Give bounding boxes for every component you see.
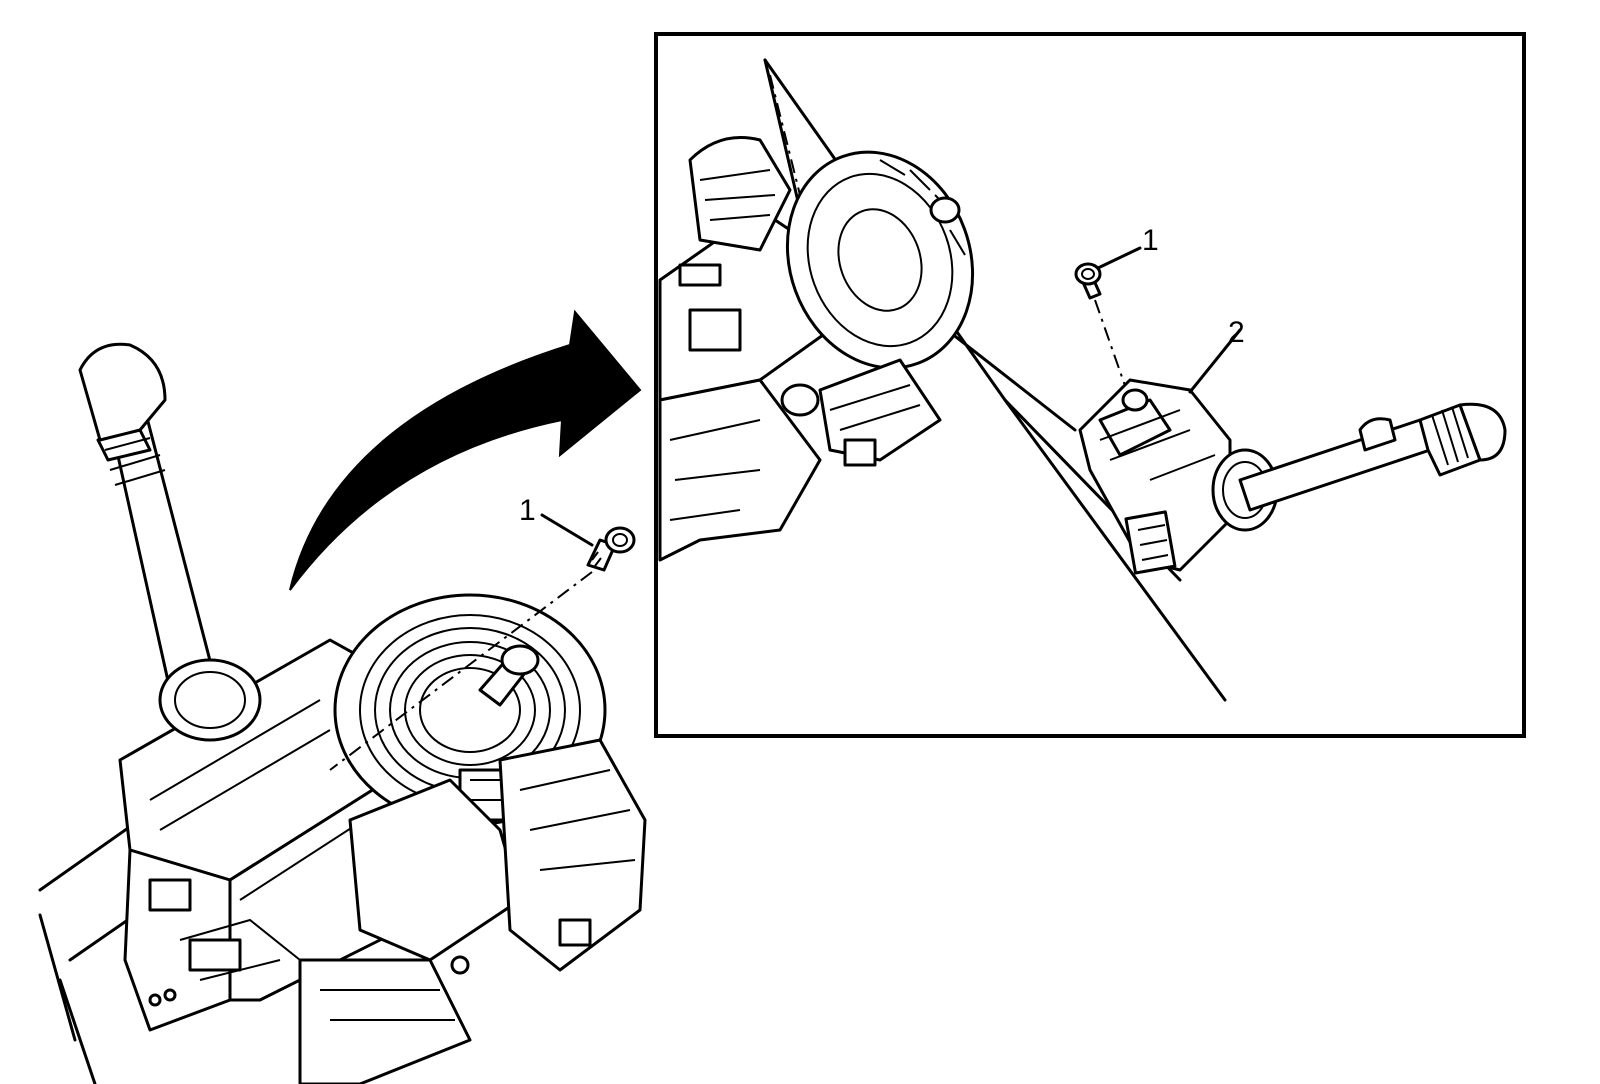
transition-arrow <box>289 309 642 591</box>
fastener-overview <box>329 526 636 771</box>
steering-column-overview <box>38 342 647 1084</box>
callout-2-detail: 2 <box>1228 316 1245 349</box>
callout-1-overview: 1 <box>519 494 536 527</box>
detail-view <box>658 58 1507 702</box>
leader-line <box>540 513 594 547</box>
callout-1-detail: 1 <box>1142 224 1159 257</box>
